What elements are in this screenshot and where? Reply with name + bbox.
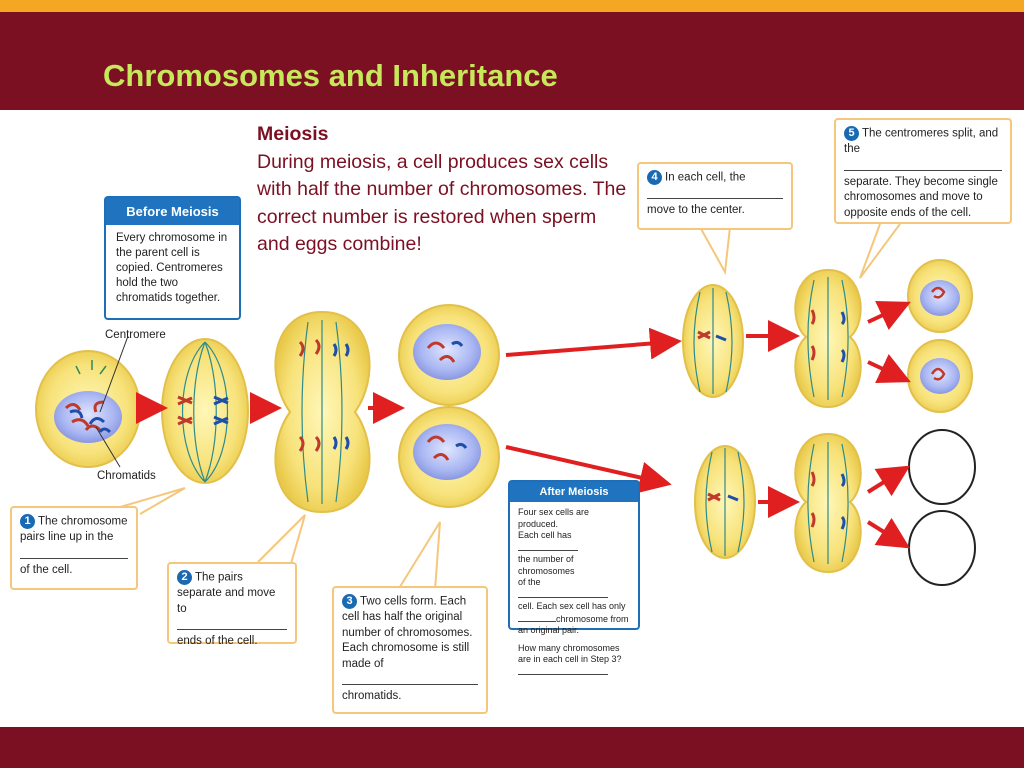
step5-number: 5: [844, 126, 859, 141]
step5-cell-top: [794, 268, 862, 409]
step1-cell: [161, 338, 249, 484]
step4-blank[interactable]: [647, 188, 783, 200]
meiosis-diagram: [35, 223, 976, 591]
step3-text-end: chromatids.: [342, 690, 402, 703]
arrow-right-icon: [136, 301, 911, 549]
step1-text: The chromosome pairs line up in the: [20, 515, 128, 544]
step3-blank[interactable]: [342, 674, 478, 686]
step2-text: The pairs separate and move to: [177, 571, 276, 615]
step5-blank[interactable]: [844, 160, 1002, 171]
step4-text-end: move to the center.: [647, 204, 745, 217]
before-meiosis-title: Before Meiosis: [106, 198, 239, 225]
after-meiosis-title: After Meiosis: [510, 482, 638, 502]
meiosis-body: During meiosis, a cell produces sex cell…: [257, 150, 627, 256]
after-meiosis-line2b: the number of chromosomes: [518, 554, 575, 576]
after-meiosis-line3a: cell. Each sex cell has only: [518, 601, 626, 611]
step2-blank[interactable]: [177, 619, 287, 631]
sex-cell-1: [907, 259, 973, 333]
step1-text-end: of the cell.: [20, 563, 73, 576]
after-meiosis-line3c: an original pair.: [518, 625, 580, 635]
step4-number: 4: [647, 170, 662, 185]
step3-text: Two cells form. Each cell has half the o…: [342, 595, 473, 670]
step3-cell-bottom: [398, 406, 500, 508]
after-meiosis-blank2[interactable]: [518, 589, 608, 598]
step2-number: 2: [177, 570, 192, 585]
step4-text: In each cell, the: [665, 171, 746, 184]
meiosis-heading: Meiosis: [257, 123, 329, 145]
after-meiosis-blank1[interactable]: [518, 542, 578, 551]
slide-footer: [0, 727, 1024, 768]
step5-text: The centromeres split, and the: [844, 127, 999, 156]
step1-blank[interactable]: [20, 548, 128, 559]
step5-text-end: separate. They become single chromosomes…: [844, 175, 998, 219]
after-meiosis-box: After Meiosis Four sex cells are produce…: [508, 480, 640, 675]
before-meiosis-box: Before Meiosis Every chromosome in the p…: [104, 196, 241, 320]
after-meiosis-line1: Four sex cells are produced.: [518, 507, 590, 529]
sex-cell-2: [907, 339, 973, 413]
step1-number: 1: [20, 514, 35, 529]
step4-cell-top: [682, 284, 744, 398]
after-meiosis-question: How many chromosomes are in each cell in…: [518, 642, 622, 665]
sex-cell-3-empty: [908, 429, 976, 505]
before-meiosis-body: Every chromosome in the parent cell is c…: [116, 232, 228, 304]
after-meiosis-body: Four sex cells are produced. Each cell h…: [510, 502, 638, 683]
step2-text-end: ends of the cell.: [177, 635, 258, 648]
after-meiosis-line2a: Each cell has: [518, 530, 572, 540]
centromere-label: Centromere: [105, 329, 166, 341]
slide-title: Chromosomes and Inheritance: [103, 58, 558, 93]
after-meiosis-line3b: chromosome from: [556, 613, 629, 624]
top-accent-stripe: [0, 0, 1024, 12]
step3-number: 3: [342, 594, 357, 609]
step3-cell-top: [398, 304, 500, 406]
parent-cell: [35, 335, 141, 468]
chromatids-label: Chromatids: [97, 470, 156, 482]
step4-cell-bottom: [694, 445, 756, 559]
step2-cell: [274, 310, 371, 514]
meiosis-figure: [0, 112, 1024, 724]
after-meiosis-answer-blank[interactable]: [518, 666, 608, 675]
step5-cell-bottom: [794, 432, 862, 574]
slide-header: [0, 12, 1024, 110]
sex-cell-4-empty: [908, 510, 976, 586]
after-meiosis-line2c: of the: [518, 577, 541, 587]
after-meiosis-blank3[interactable]: [518, 613, 556, 622]
meiosis-description: Meiosis During meiosis, a cell produces …: [257, 121, 627, 259]
